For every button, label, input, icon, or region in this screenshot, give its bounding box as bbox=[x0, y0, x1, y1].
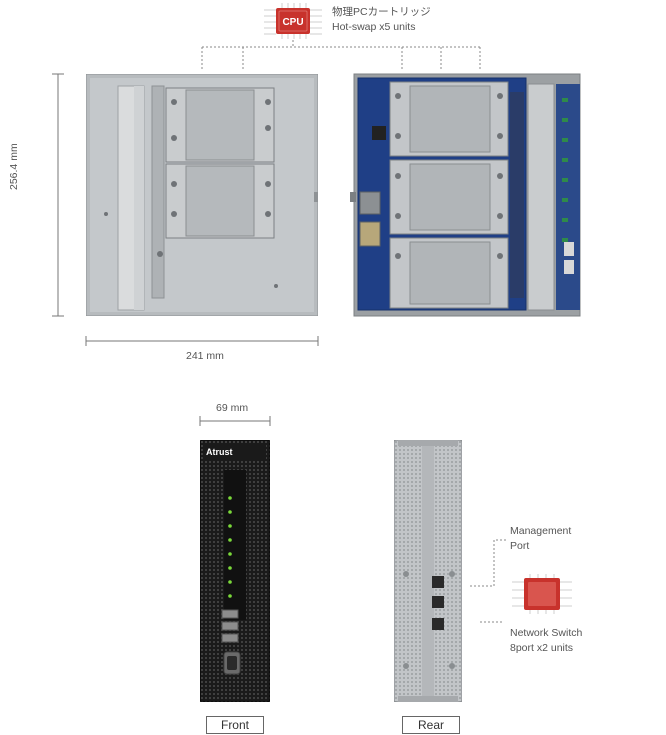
management-line1: Management bbox=[510, 525, 572, 537]
front-width-dimension-line bbox=[199, 416, 271, 426]
rear-panel-view bbox=[393, 439, 463, 703]
network-switch-callout: Network Switch 8port x2 units bbox=[510, 626, 582, 656]
front-panel-view bbox=[199, 439, 271, 703]
rear-callout-connectors bbox=[470, 539, 506, 623]
cpu-bracket-connector bbox=[201, 40, 481, 70]
network-switch-chip-icon bbox=[510, 572, 574, 616]
cpu-chip-label: CPU bbox=[282, 17, 303, 28]
management-port-callout: Management Port bbox=[510, 524, 571, 554]
front-brand-logo: Atrust bbox=[206, 447, 233, 457]
chassis-top-view-right bbox=[350, 72, 586, 318]
cpu-chip-icon: CPU bbox=[262, 2, 324, 40]
cpu-callout-line2: Hot-swap x5 units bbox=[332, 21, 416, 33]
height-dimension-label: 256.4 mm bbox=[8, 143, 20, 190]
cpu-callout-line1: 物理PCカートリッジ bbox=[332, 6, 431, 18]
height-dimension-line bbox=[52, 73, 64, 317]
width-dimension-line bbox=[85, 336, 319, 346]
cpu-callout-text: 物理PCカートリッジ Hot-swap x5 units bbox=[332, 5, 431, 35]
rear-view-label: Rear bbox=[402, 716, 460, 734]
front-view-label: Front bbox=[206, 716, 264, 734]
switch-line1: Network Switch bbox=[510, 627, 583, 639]
switch-line2: 8port x2 units bbox=[510, 642, 574, 654]
chassis-top-view-left bbox=[85, 73, 319, 317]
front-width-dimension-label: 69 mm bbox=[216, 402, 249, 414]
management-line2: Port bbox=[510, 540, 530, 552]
width-dimension-label: 241 mm bbox=[186, 350, 224, 362]
